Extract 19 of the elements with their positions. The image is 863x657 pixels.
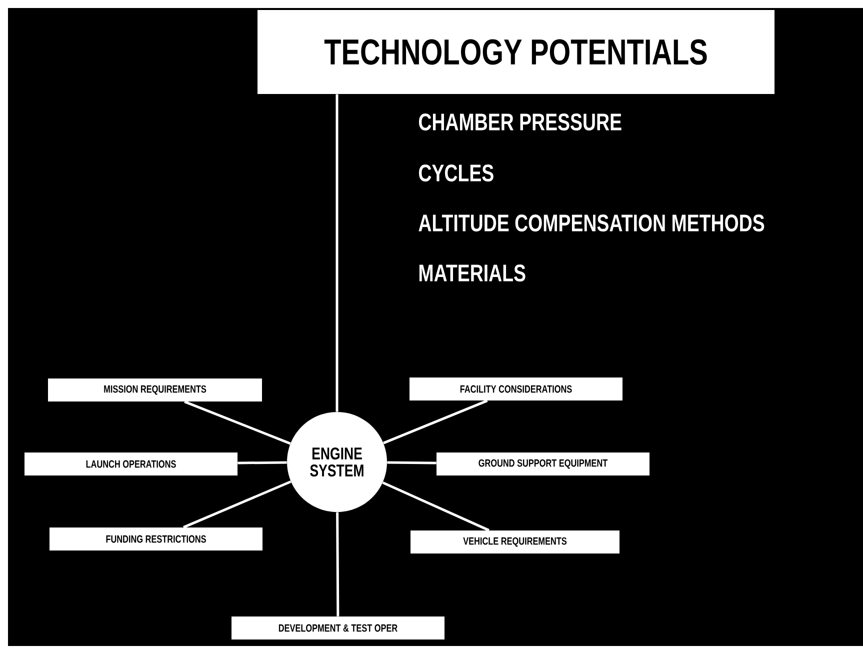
factor-box: DEVELOPMENT & TEST OPER bbox=[232, 616, 444, 640]
factor-box: FACILITY CONSIDERATIONS bbox=[410, 378, 622, 400]
list-item: MATERIALS bbox=[419, 264, 526, 282]
connector-line bbox=[383, 400, 488, 444]
connector-line bbox=[387, 461, 436, 464]
connector-line bbox=[238, 461, 287, 464]
connector-line bbox=[183, 480, 292, 528]
connector-line bbox=[184, 400, 291, 445]
connector-line bbox=[336, 94, 338, 412]
factor-box: FUNDING RESTRICTIONS bbox=[50, 528, 262, 550]
list-item: CYCLES bbox=[418, 164, 494, 182]
list-item: ALTITUDE COMPENSATION METHODS bbox=[418, 214, 764, 232]
factor-box: VEHICLE REQUIREMENTS bbox=[410, 530, 620, 554]
connector-line bbox=[336, 512, 340, 616]
factor-box: GROUND SUPPORT EQUIPMENT bbox=[436, 452, 650, 476]
factor-box: LAUNCH OPERATIONS bbox=[24, 452, 238, 476]
connector-line bbox=[382, 481, 490, 532]
factor-box: MISSION REQUIREMENTS bbox=[48, 378, 262, 402]
title-box: TECHNOLOGY POTENTIALS bbox=[258, 10, 774, 94]
